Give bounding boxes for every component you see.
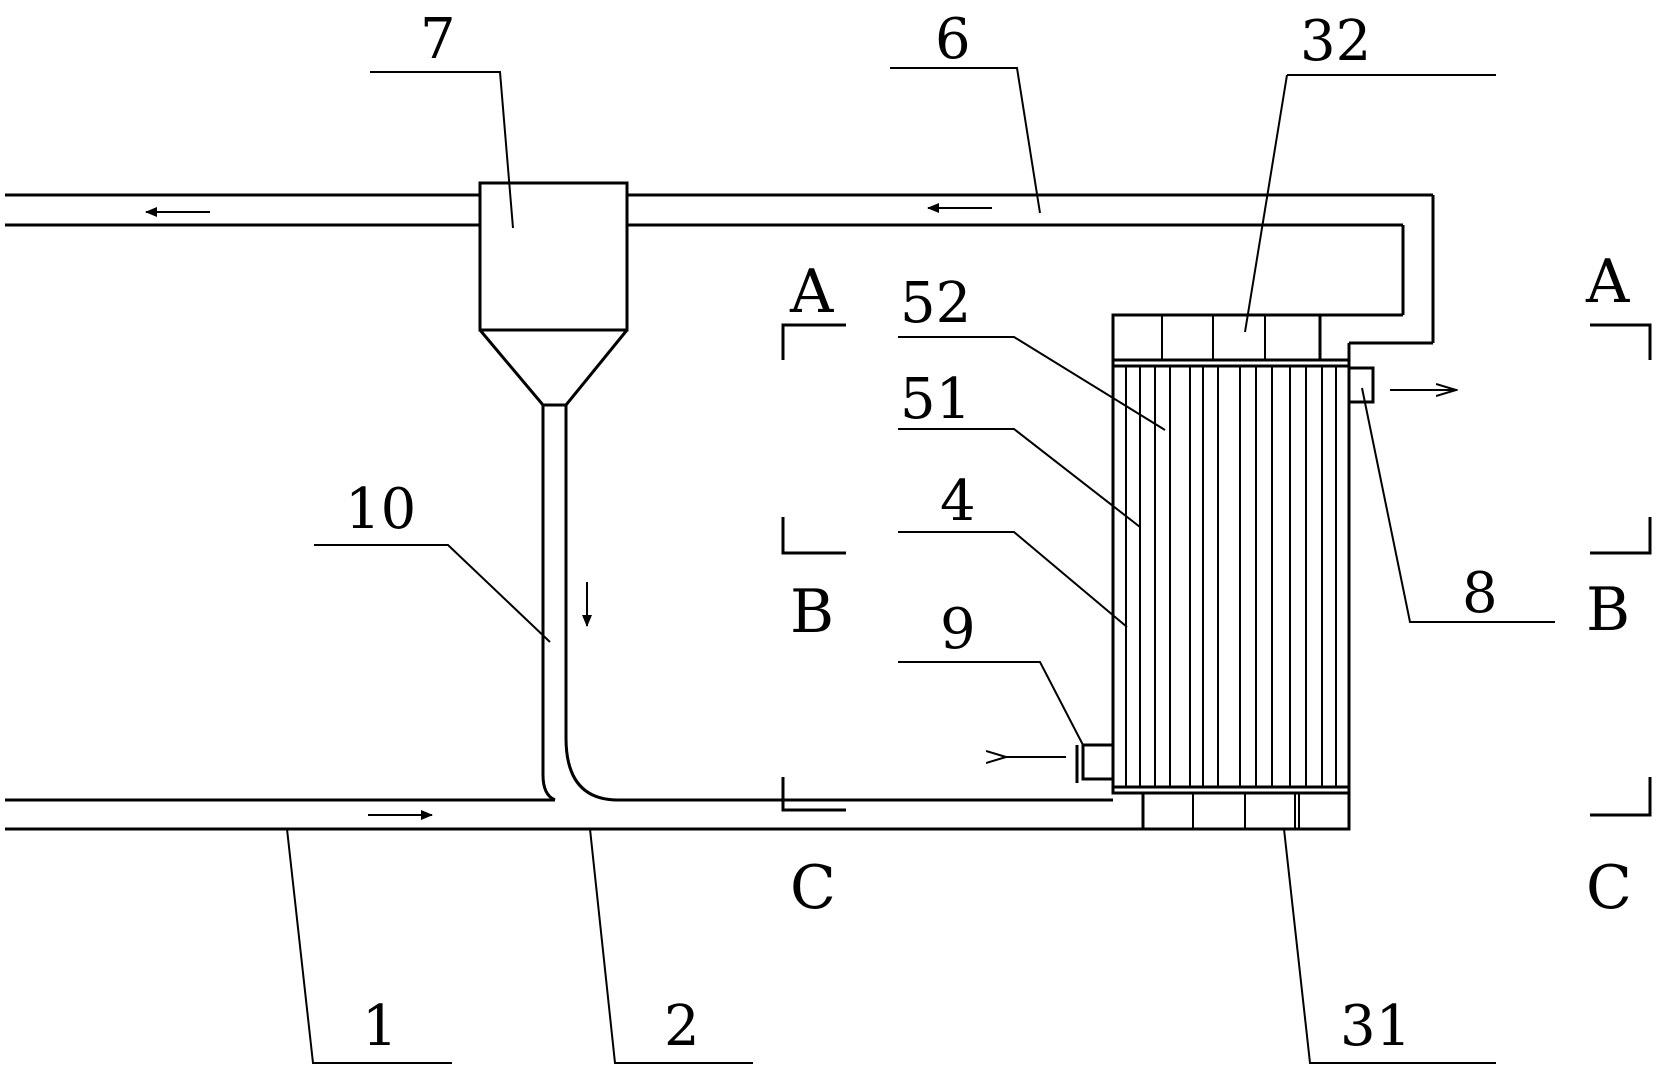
section-c-left: C — [790, 853, 836, 923]
label-4: 4 — [940, 469, 976, 534]
label-9: 9 — [940, 597, 976, 662]
coolant-outlet-nozzle-9 — [1075, 743, 1115, 783]
upper-header-32 — [1111, 313, 1322, 362]
section-markers — [781, 323, 1652, 817]
label-52: 52 — [900, 271, 971, 336]
section-b-right: B — [1586, 575, 1630, 645]
label-10: 10 — [345, 477, 416, 542]
part-labels: 7 6 32 52 51 4 9 8 10 1 2 31 — [345, 7, 1498, 1059]
section-letters: A A B B C C — [789, 247, 1632, 923]
heat-exchanger — [1111, 313, 1351, 831]
section-b-left: B — [790, 577, 834, 647]
label-8: 8 — [1462, 561, 1498, 626]
label-51: 51 — [900, 367, 971, 432]
label-7: 7 — [420, 7, 456, 72]
label-1: 1 — [362, 994, 398, 1059]
label-32: 32 — [1300, 9, 1371, 74]
label-2: 2 — [664, 994, 700, 1059]
flow-arrows — [145, 203, 1456, 820]
bottom-inlet-pipe — [5, 798, 1349, 831]
leader-lines — [286, 67, 1555, 1064]
tube-bundle — [1111, 358, 1351, 795]
section-a-left: A — [789, 257, 834, 327]
section-c-right: C — [1586, 853, 1632, 923]
coolant-inlet-nozzle-8 — [1347, 360, 1375, 410]
label-31: 31 — [1340, 994, 1411, 1059]
tubes — [1125, 366, 1337, 787]
top-outlet-pipe — [5, 193, 1435, 360]
label-6: 6 — [935, 7, 971, 72]
section-a-right: A — [1585, 247, 1630, 317]
